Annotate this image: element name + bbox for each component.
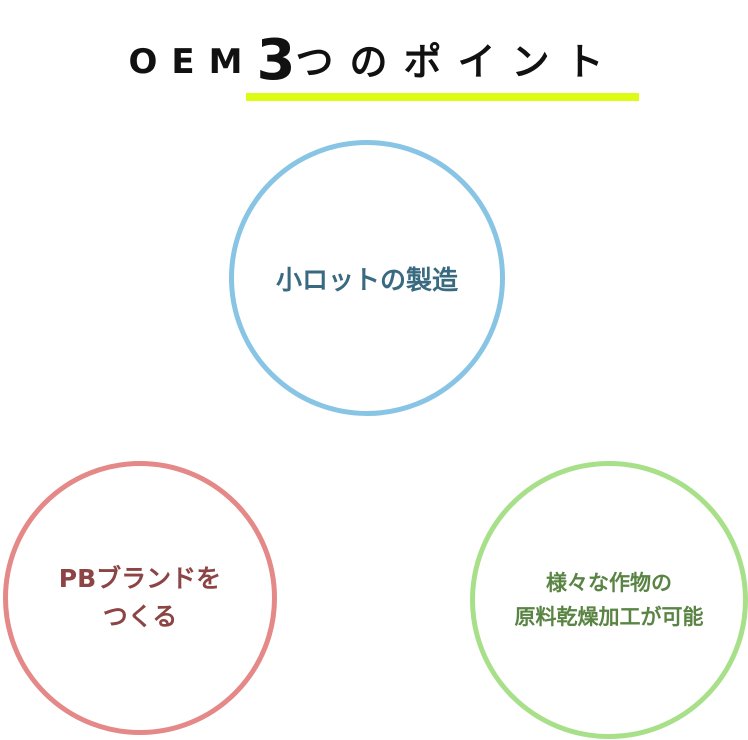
title-prefix: OEM (128, 42, 257, 82)
point-circle-small-lot: 小ロットの製造 (229, 140, 505, 416)
title-number: 3 (256, 28, 296, 93)
point-label: PBブランドを (58, 564, 222, 593)
page-title: OEM3つのポイント (0, 28, 748, 93)
point-label: 小ロットの製造 (275, 265, 458, 296)
title-underline (246, 93, 639, 101)
point-circle-pb-brand: PBブランドをつくる (3, 461, 277, 735)
point-circle-drying: 様々な作物の原料乾燥加工が可能 (470, 461, 748, 739)
point-label: 原料乾燥加工が可能 (514, 605, 704, 629)
point-label: つくる (102, 602, 178, 631)
point-label: 様々な作物の (546, 571, 672, 595)
title-suffix: つのポイント (295, 40, 620, 84)
